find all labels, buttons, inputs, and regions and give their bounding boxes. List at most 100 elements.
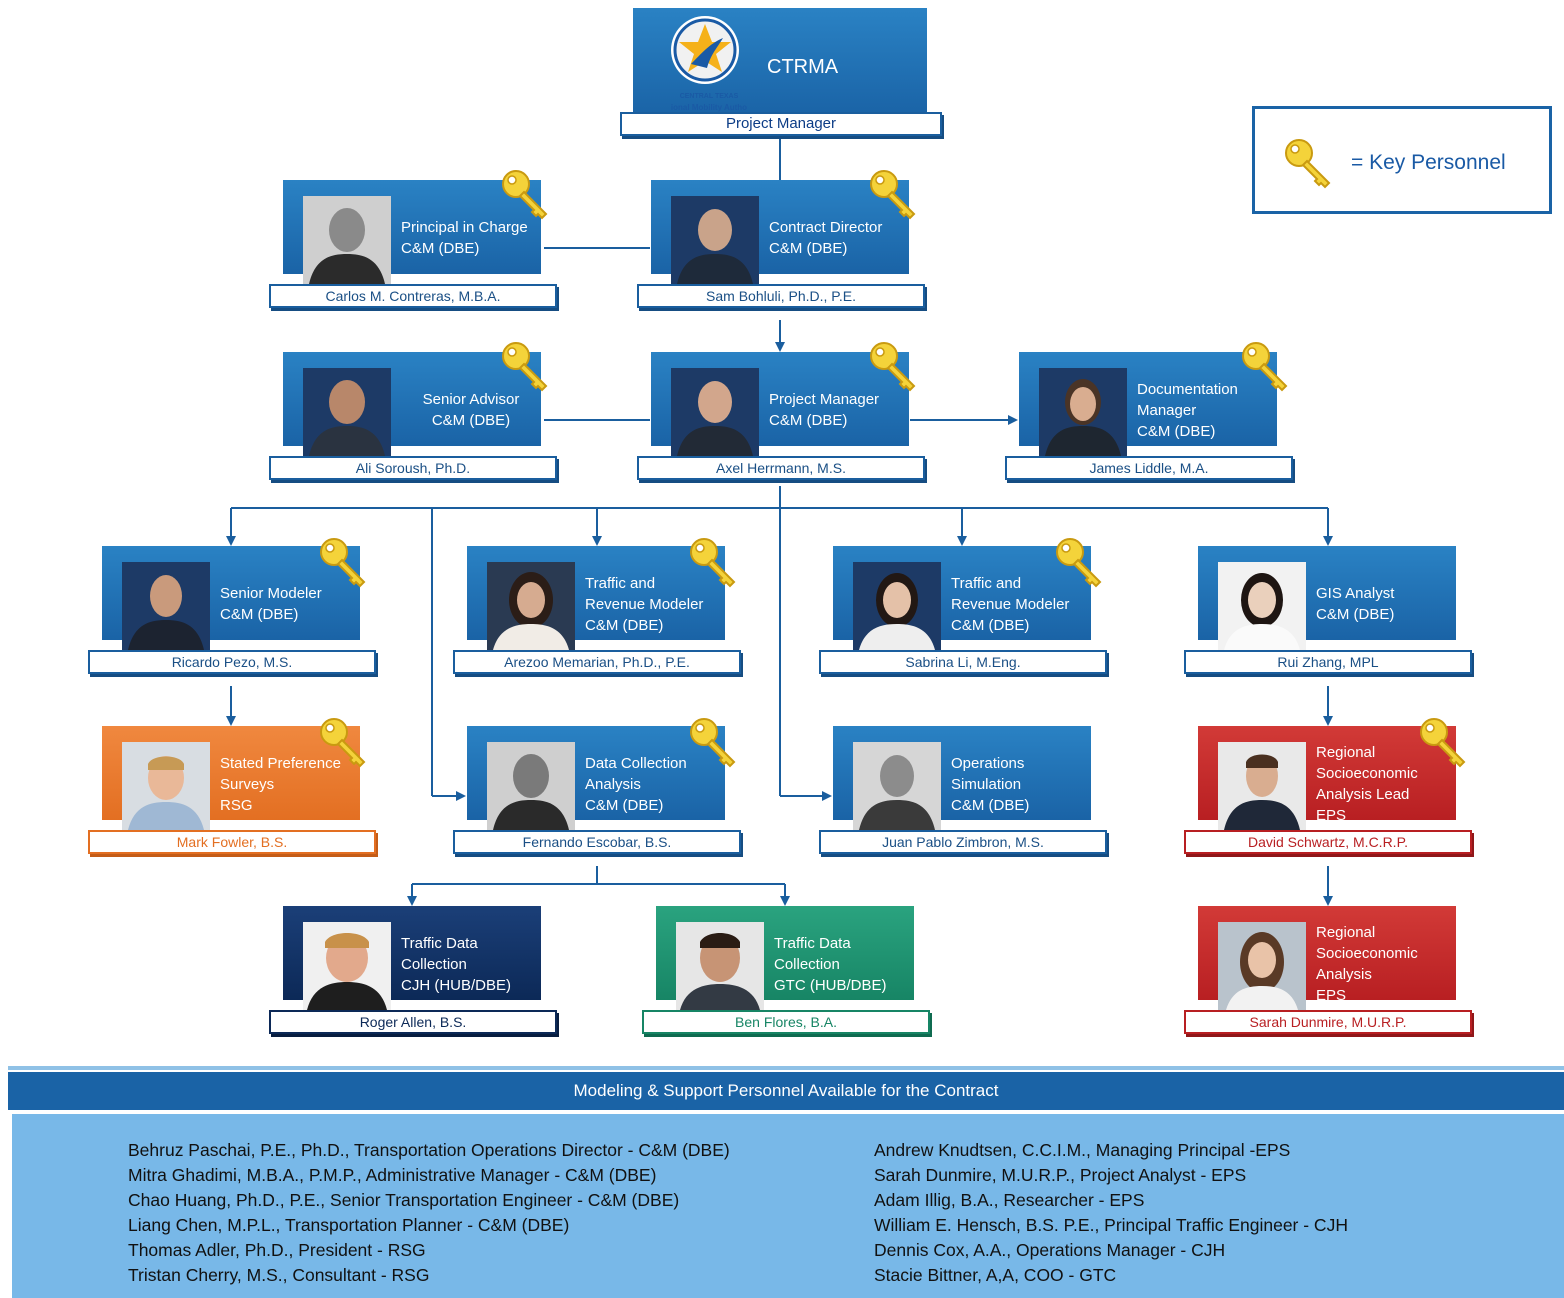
person-photo xyxy=(303,196,391,284)
person-photo xyxy=(671,196,759,284)
support-person: Chao Huang, Ph.D., P.E., Senior Transpor… xyxy=(128,1190,680,1210)
support-person: Mitra Ghadimi, M.B.A., P.M.P., Administr… xyxy=(128,1165,657,1185)
person-photo xyxy=(1218,562,1306,650)
support-person: Behruz Paschai, P.E., Ph.D., Transportat… xyxy=(128,1140,730,1160)
card-title-line: Regional xyxy=(1316,744,1376,761)
key-icon xyxy=(500,340,552,392)
section-divider xyxy=(8,1066,1564,1070)
person-name: Sam Bohluli, Ph.D., P.E. xyxy=(637,284,925,308)
card-title-line: Contract Director xyxy=(769,219,883,236)
card-title-line: Analysis xyxy=(585,775,641,793)
key-icon xyxy=(1054,536,1106,588)
card-title-line: Traffic and xyxy=(585,574,656,592)
svg-text:CENTRAL TEXAS: CENTRAL TEXAS xyxy=(680,93,739,100)
card-title-line: Socioeconomic xyxy=(1316,765,1418,782)
card-title-line: Stated Preference xyxy=(220,754,341,772)
person-photo xyxy=(1218,922,1306,1010)
support-person: Sarah Dunmire, M.U.R.P., Project Analyst… xyxy=(874,1165,1247,1185)
person-photo xyxy=(1039,368,1127,456)
card-title-line: C&M (DBE) xyxy=(951,796,1030,814)
support-person: Adam Illig, B.A., Researcher - EPS xyxy=(874,1190,1145,1210)
card-title-line: Revenue Modeler xyxy=(951,595,1070,613)
key-icon xyxy=(688,536,740,588)
person-name: Roger Allen, B.S. xyxy=(269,1010,557,1034)
person-photo xyxy=(487,742,575,830)
person-name: Sarah Dunmire, M.U.R.P. xyxy=(1184,1010,1472,1034)
key-icon xyxy=(868,168,920,220)
card-title-line: Senior Advisor xyxy=(422,391,520,408)
key-icon xyxy=(318,536,370,588)
card-title-line: EPS xyxy=(1316,987,1347,1004)
person-name: Fernando Escobar, B.S. xyxy=(453,830,741,854)
card-title-line: C&M (DBE) xyxy=(585,796,664,814)
person-photo xyxy=(853,562,941,650)
card-title-line: C&M (DBE) xyxy=(769,240,848,257)
ctrma-box: CENTRAL TEXAS ional Mobility Autho CTRMA… xyxy=(620,8,942,136)
person-name: David Schwartz, M.C.R.P. xyxy=(1184,830,1472,854)
card-title-line: C&M (DBE) xyxy=(1137,422,1216,440)
support-person: Tristan Cherry, M.S., Consultant - RSG xyxy=(128,1265,430,1285)
card-title-line: Manager xyxy=(1137,401,1197,419)
person-name: James Liddle, M.A. xyxy=(1005,456,1293,480)
person-photo xyxy=(671,368,759,456)
card-title-line: Simulation xyxy=(951,775,1022,793)
key-icon xyxy=(868,340,920,392)
card-title-line: Data Collection xyxy=(585,754,687,772)
support-person: Liang Chen, M.P.L., Transportation Plann… xyxy=(128,1215,570,1235)
card-title-line: Principal in Charge xyxy=(401,219,528,236)
card-title-line: Analysis xyxy=(1316,966,1372,983)
person-photo xyxy=(122,562,210,650)
person-name: Ben Flores, B.A. xyxy=(642,1010,930,1034)
person-name: Juan Pablo Zimbron, M.S. xyxy=(819,830,1107,854)
card-title-line: Traffic Data xyxy=(774,934,851,952)
card-title-line: Traffic and xyxy=(951,574,1022,592)
card-title-line: CJH (HUB/DBE) xyxy=(401,976,512,994)
card-title-line: Operations xyxy=(951,754,1025,772)
person-name: Arezoo Memarian, Ph.D., P.E. xyxy=(453,650,741,674)
key-icon xyxy=(318,716,370,768)
card-title-line: C&M (DBE) xyxy=(220,606,299,623)
card-title-line: C&M (DBE) xyxy=(585,616,664,634)
person-photo xyxy=(853,742,941,830)
support-section-body: Behruz Paschai, P.E., Ph.D., Transportat… xyxy=(12,1114,1564,1298)
card-title-line: C&M (DBE) xyxy=(951,616,1030,634)
card-title-line: Socioeconomic xyxy=(1316,945,1418,962)
support-list-left: Behruz Paschai, P.E., Ph.D., Transportat… xyxy=(128,1138,730,1288)
ctrma-title: CTRMA xyxy=(767,56,839,78)
card-title-line: C&M (DBE) xyxy=(431,412,511,429)
ctrma-role-label: Project Manager xyxy=(620,112,942,136)
card-title-line: Revenue Modeler xyxy=(585,595,704,613)
ctrma-logo: CENTRAL TEXAS ional Mobility Autho xyxy=(665,14,755,112)
support-person: William E. Hensch, B.S. P.E., Principal … xyxy=(874,1215,1348,1235)
person-name: Ricardo Pezo, M.S. xyxy=(88,650,376,674)
person-name: Rui Zhang, MPL xyxy=(1184,650,1472,674)
person-name: Axel Herrmann, M.S. xyxy=(637,456,925,480)
card-title-line: C&M (DBE) xyxy=(1316,606,1395,623)
support-person: Andrew Knudtsen, C.C.I.M., Managing Prin… xyxy=(874,1140,1291,1160)
card-title-line: Traffic Data xyxy=(401,934,478,952)
person-photo xyxy=(122,742,210,830)
card-title-line: Senior Modeler xyxy=(220,585,322,602)
card-title-line: Regional xyxy=(1316,924,1376,941)
legend-label: = Key Personnel xyxy=(1351,151,1506,174)
support-list-right: Andrew Knudtsen, C.C.I.M., Managing Prin… xyxy=(874,1138,1348,1288)
person-name: Carlos M. Contreras, M.B.A. xyxy=(269,284,557,308)
card-title-line: C&M (DBE) xyxy=(769,412,848,429)
svg-text:ional Mobility Autho: ional Mobility Autho xyxy=(671,103,747,112)
support-person: Thomas Adler, Ph.D., President - RSG xyxy=(128,1240,426,1260)
card-title-line: Collection xyxy=(774,955,840,973)
key-icon xyxy=(500,168,552,220)
card-title-line: Project Manager xyxy=(769,391,880,408)
card-title-line: GTC (HUB/DBE) xyxy=(774,976,887,994)
